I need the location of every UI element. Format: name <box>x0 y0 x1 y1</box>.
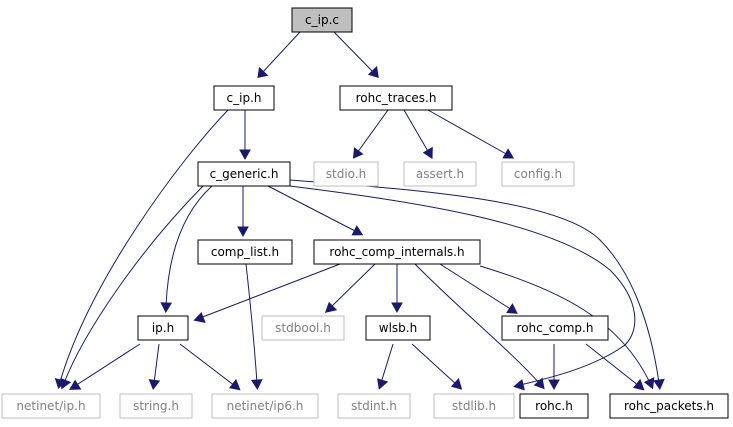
node-stdint_h[interactable]: stdint.h <box>337 393 411 419</box>
node-c_ip_c[interactable]: c_ip.c <box>291 7 353 33</box>
node-label: netinet/ip.h <box>16 399 85 413</box>
node-label: rohc.h <box>535 399 573 413</box>
node-label: ip.h <box>152 321 174 335</box>
edge-c_generic_h-to-netinet_ip_h <box>60 185 204 390</box>
node-c_generic_h[interactable]: c_generic.h <box>197 161 291 187</box>
graph-nodes: c_ip.c c_ip.h rohc_traces.h stdio.h asse… <box>1 7 729 419</box>
node-rohc_traces_h[interactable]: rohc_traces.h <box>339 85 453 111</box>
edge-c_generic_h-to-comp_list_h <box>237 186 249 238</box>
node-label: stdint.h <box>351 399 397 413</box>
node-label: comp_list.h <box>211 245 279 259</box>
node-label: rohc_comp_internals.h <box>329 245 464 259</box>
node-label: stdbool.h <box>275 321 331 335</box>
edge-c_generic_h-to-rohc_comp_internals_h <box>267 185 364 236</box>
edge-rohc_traces_h-to-assert_h <box>403 109 433 160</box>
node-rohc_h[interactable]: rohc.h <box>519 393 589 419</box>
edge-rohc_comp_internals_h-to-rohc_h <box>414 263 545 390</box>
node-label: stdlib.h <box>452 399 496 413</box>
graph-edges <box>54 31 665 391</box>
node-label: netinet/ip6.h <box>227 399 304 413</box>
edge-rohc_comp_h-to-rohc_packets_h <box>585 343 645 391</box>
edge-rohc_traces_h-to-config_h <box>427 109 515 159</box>
edge-rohc_traces_h-to-stdio_h <box>352 109 389 159</box>
edge-rohc_comp_h-to-rohc_h <box>548 344 560 391</box>
node-config_h[interactable]: config.h <box>501 161 575 187</box>
edge-c_generic_h-to-ip_h <box>160 185 213 314</box>
edge-wlsb_h-to-stdlib_h <box>411 343 463 390</box>
node-label: rohc_comp.h <box>517 321 594 335</box>
node-ip_h[interactable]: ip.h <box>137 315 189 341</box>
edge-rohc_comp_internals_h-to-wlsb_h <box>391 264 403 314</box>
edge-rohc_comp_internals_h-to-stdbool_h <box>324 263 376 313</box>
edge-wlsb_h-to-stdint_h <box>377 343 394 390</box>
node-label: stdio.h <box>326 167 366 181</box>
node-label: assert.h <box>416 167 464 181</box>
node-rohc_comp_h[interactable]: rohc_comp.h <box>501 315 609 341</box>
node-label: config.h <box>514 167 562 181</box>
node-string_h[interactable]: string.h <box>119 393 193 419</box>
node-label: string.h <box>133 399 179 413</box>
node-c_ip_h[interactable]: c_ip.h <box>213 85 275 111</box>
node-assert_h[interactable]: assert.h <box>403 161 477 187</box>
edge-rohc_comp_internals_h-to-rohc_comp_h <box>439 263 518 314</box>
edge-comp_list_h-to-netinet_ip6_h <box>245 263 263 391</box>
edge-ip_h-to-netinet_ip_h <box>69 343 141 390</box>
node-label: c_ip.c <box>305 13 339 27</box>
edge-rohc_comp_internals_h-to-rohc_packets_h <box>479 265 655 390</box>
node-label: wlsb.h <box>379 321 417 335</box>
node-stdlib_h[interactable]: stdlib.h <box>433 393 515 419</box>
node-netinet_ip_h[interactable]: netinet/ip.h <box>1 393 101 419</box>
node-rohc_comp_internals_h[interactable]: rohc_comp_internals.h <box>313 239 481 265</box>
edge-ip_h-to-netinet_ip6_h <box>179 343 241 391</box>
edge-c_ip_h-to-c_generic_h <box>239 110 251 161</box>
edge-rohc_comp_internals_h-to-ip_h <box>193 263 341 323</box>
node-stdio_h[interactable]: stdio.h <box>313 161 379 187</box>
edge-c_ip_c-to-c_ip_h <box>257 31 301 79</box>
edge-c_generic_h-to-stdlib_h <box>289 185 636 391</box>
node-comp_list_h[interactable]: comp_list.h <box>197 239 293 265</box>
node-netinet_ip6_h[interactable]: netinet/ip6.h <box>211 393 319 419</box>
node-label: rohc_packets.h <box>624 399 714 413</box>
edge-c_ip_c-to-rohc_traces_h <box>333 31 379 79</box>
node-label: rohc_traces.h <box>356 91 437 105</box>
node-rohc_packets_h[interactable]: rohc_packets.h <box>609 393 729 419</box>
node-label: c_ip.h <box>227 91 262 105</box>
edge-ip_h-to-string_h <box>148 343 161 390</box>
node-label: c_generic.h <box>210 167 279 181</box>
node-wlsb_h[interactable]: wlsb.h <box>365 315 431 341</box>
node-stdbool_h[interactable]: stdbool.h <box>261 315 345 341</box>
edge-c_generic_h-to-rohc_packets_h <box>289 179 665 391</box>
